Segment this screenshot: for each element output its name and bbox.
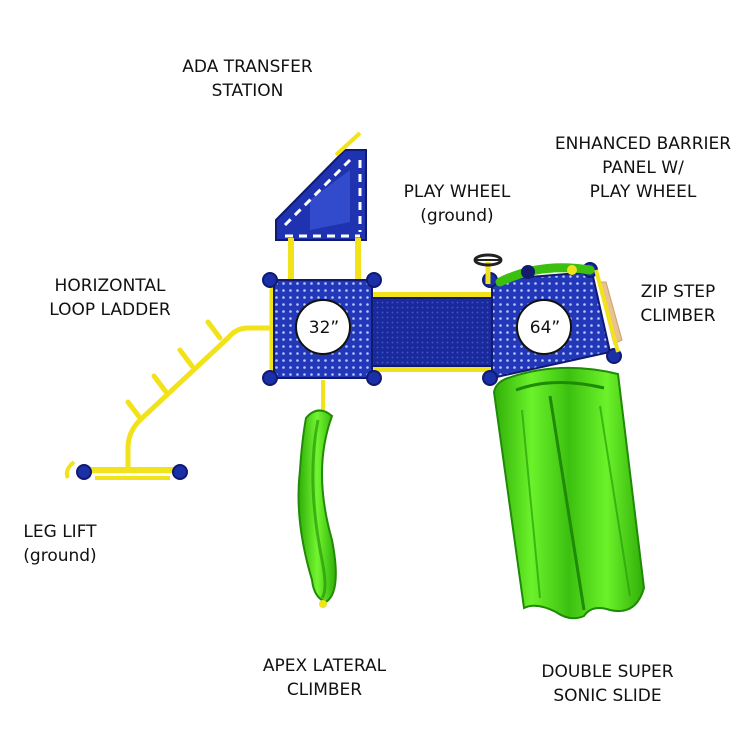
horizontal-loop-ladder: [125, 287, 275, 471]
label-play-wheel: PLAY WHEEL (ground): [392, 180, 522, 228]
label-leg-lift: LEG LIFT (ground): [10, 520, 110, 568]
deck-bridge: [371, 292, 495, 372]
label-apex-lateral-climber: APEX LATERAL CLIMBER: [252, 654, 397, 702]
label-line: HORIZONTAL: [54, 276, 166, 296]
label-line: ZIP STEP: [640, 282, 716, 302]
label-line: ADA TRANSFER: [182, 57, 313, 77]
label-line: CLIMBER: [286, 680, 363, 700]
label-line: PANEL W/: [602, 158, 684, 178]
left-deck-height: 32”: [309, 318, 339, 338]
label-line: SONIC SLIDE: [553, 686, 662, 706]
ada-transfer-station: [275, 131, 367, 280]
label-line: CLIMBER: [640, 306, 716, 326]
zip-step-climber: [594, 269, 623, 353]
left-deck: [262, 272, 382, 386]
leg-lift: [64, 460, 188, 480]
right-deck-height: 64”: [530, 318, 560, 338]
label-line: (ground): [420, 206, 494, 226]
label-double-super-sonic-slide: DOUBLE SUPER SONIC SLIDE: [530, 660, 685, 708]
label-line: LEG LIFT: [23, 522, 97, 542]
play-wheel: [473, 253, 503, 284]
label-line: STATION: [211, 81, 284, 101]
label-line: DOUBLE SUPER: [541, 662, 674, 682]
label-line: PLAY WHEEL: [589, 182, 697, 202]
enhanced-barrier-panel: [495, 263, 595, 287]
label-line: PLAY WHEEL: [403, 182, 511, 202]
label-zip-step-climber: ZIP STEP CLIMBER: [628, 280, 728, 328]
label-horizontal-loop-ladder: HORIZONTAL LOOP LADDER: [35, 274, 185, 322]
double-super-sonic-slide: [492, 366, 646, 620]
label-line: ENHANCED BARRIER: [554, 134, 732, 154]
label-enhanced-barrier-panel: ENHANCED BARRIER PANEL W/ PLAY WHEEL: [548, 132, 738, 204]
label-line: (ground): [23, 546, 97, 566]
label-ada-transfer-station: ADA TRANSFER STATION: [170, 55, 325, 103]
label-line: APEX LATERAL: [262, 656, 387, 676]
label-line: LOOP LADDER: [49, 300, 171, 320]
apex-lateral-climber: [297, 380, 337, 608]
